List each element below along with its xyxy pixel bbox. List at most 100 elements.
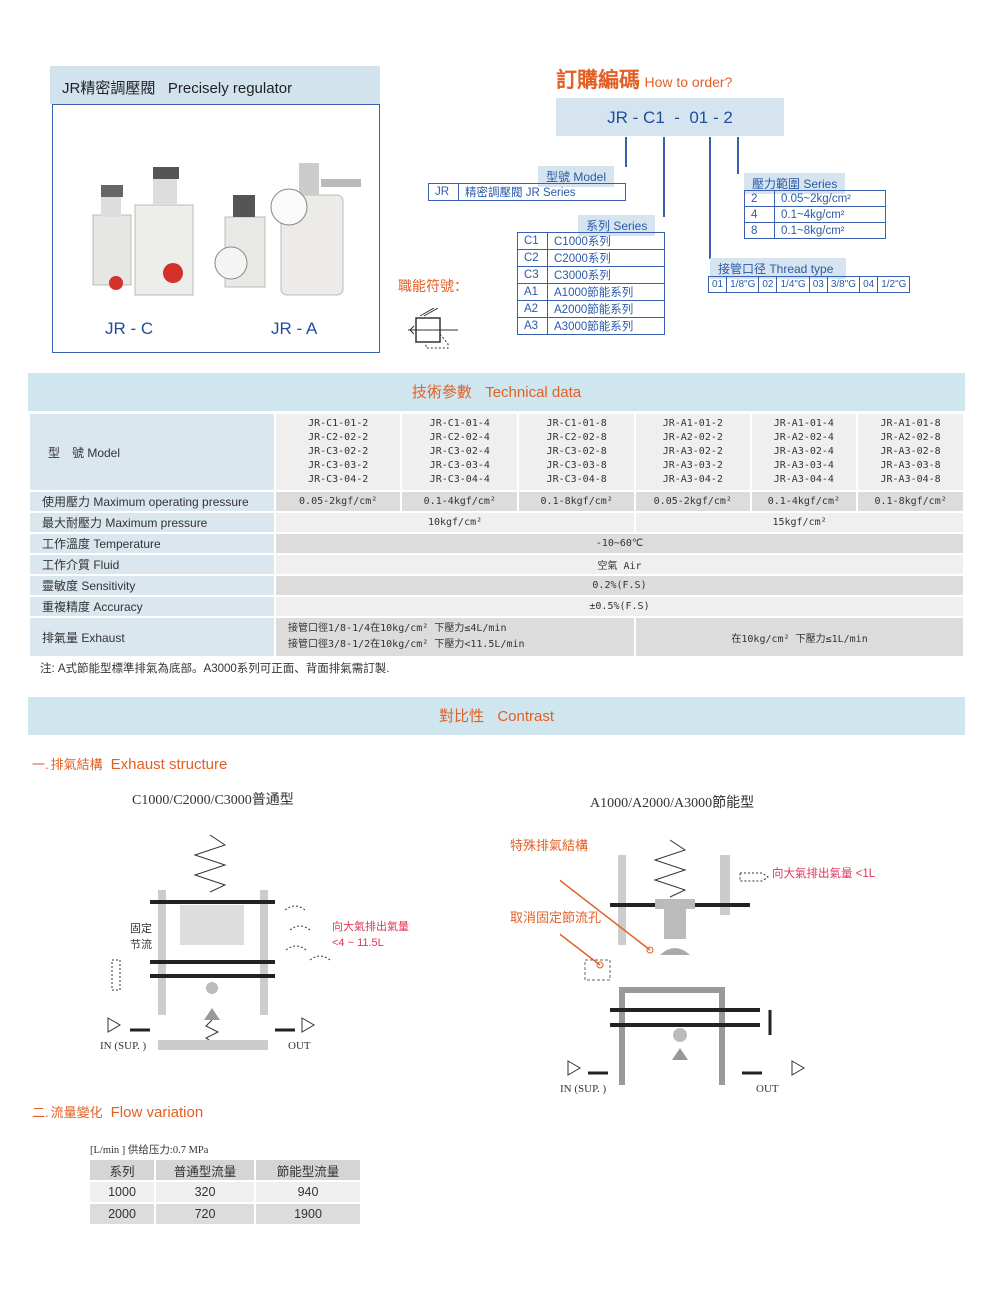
model-code: JR (428, 183, 459, 201)
model-code: JR-C3-04-8 (546, 474, 607, 485)
model-code: JR-A3-04-2 (662, 474, 723, 485)
pressure-code: 2 (744, 190, 775, 207)
pressure-range: 0.1~8kg/cm² (774, 222, 886, 239)
model-code: JR-C2-02-4 (429, 432, 490, 443)
value-cell: 0.05-2kgf/cm² (634, 490, 752, 513)
series-tab: 系列 Series (578, 215, 656, 236)
model-code: JR-C3-03-4 (429, 460, 490, 471)
label-jr-a: JR - A (271, 319, 318, 338)
row-label: 最大耐壓力 Maximum pressure (28, 511, 276, 534)
value-cell: 10kgf/cm² (273, 511, 637, 534)
series-code: A1 (517, 283, 548, 301)
thread-size: 1/8"G (726, 276, 760, 293)
model-code: JR-A3-04-8 (880, 474, 941, 485)
row-label: 工作介質 Fluid (28, 553, 276, 576)
value-cell: -10~60℃ (274, 532, 965, 555)
value-cell: 15kgf/cm² (634, 511, 965, 534)
label-jr-c: JR - C (105, 319, 154, 338)
table-row: 使用壓力 Maximum operating pressure 0.05-2kg… (28, 490, 965, 513)
energy-saving-regulator-diagram (560, 839, 805, 1085)
left-diagram-title: C1000/C2000/C3000普通型 (132, 793, 294, 808)
model-code: JR-A3-03-2 (662, 460, 723, 471)
right-in-label: IN (SUP. ) (560, 1083, 607, 1095)
order-code: JR - C1 - 01 - 2 (556, 98, 784, 136)
model-code: JR-C3-04-2 (308, 474, 369, 485)
connector-line (625, 137, 627, 167)
product-photos (92, 163, 361, 296)
fixed-label-line: 节流 (130, 939, 152, 951)
thread-size: 1/2"G (877, 276, 911, 293)
pressure-tab: 壓力範圍 Series (744, 173, 846, 194)
model-code: JR-C2-02-8 (546, 432, 607, 443)
tech-title-en: Technical data (485, 384, 582, 401)
normal-flow-cell: 320 (154, 1180, 256, 1204)
series-desc: A1000節能系列 (547, 283, 665, 301)
series-desc: C1000系列 (547, 232, 665, 250)
model-code: JR-A2-02-2 (662, 432, 723, 443)
series-code: A2 (517, 300, 548, 318)
product-title-en: Precisely regulator (167, 80, 293, 97)
value-cell: 0.2%(F.S) (274, 574, 965, 597)
fixed-orifice-label: 固定节流 (130, 921, 152, 953)
regulator-symbol-icon (408, 308, 458, 349)
model-code: JR-C2-02-2 (308, 432, 369, 443)
saving-flow-cell: 940 (254, 1180, 362, 1204)
special-exhaust-label: 特殊排氣結構 (510, 838, 589, 853)
connector-line (709, 137, 711, 259)
table-header-row: 系列 普通型流量 節能型流量 (88, 1158, 362, 1182)
left-exhaust-label: 向大氣排出氣量<4 ~ 11.5L (332, 919, 409, 951)
model-code: JR-C3-03-2 (308, 460, 369, 471)
column-header: 普通型流量 (154, 1158, 256, 1182)
section-title-en: Flow variation (110, 1104, 204, 1121)
series-code: C3 (517, 266, 548, 284)
right-diagram-title: A1000/A2000/A3000節能型 (590, 796, 755, 811)
thread-size: 3/8"G (826, 276, 861, 293)
right-exhaust-label: 向大氣排出氣量 <1L (772, 868, 876, 880)
series-cell: 2000 (88, 1202, 156, 1226)
model-code: JR-A1-01-4 (773, 418, 834, 429)
series-code: C2 (517, 249, 548, 267)
row-label: 使用壓力 Maximum operating pressure (28, 490, 276, 513)
value-cell: ±0.5%(F.S) (274, 595, 965, 618)
model-code: JR-C1-01-8 (546, 418, 607, 429)
section-title-cn: 排氣結構 (50, 757, 103, 772)
series-cell: 1000 (88, 1180, 156, 1204)
row-label: 排氣量 Exhaust (28, 616, 276, 658)
table-row: 工作溫度 Temperature-10~60℃ (28, 532, 965, 555)
series-code: A3 (517, 317, 548, 335)
model-code: JR-A3-03-8 (880, 460, 941, 471)
model-code: JR-C3-02-8 (546, 446, 607, 457)
section-number: 一. (32, 757, 49, 772)
model-code: JR-C3-02-4 (429, 446, 490, 457)
model-code: JR-A3-03-4 (773, 460, 834, 471)
pressure-range: 0.1~4kg/cm² (774, 206, 886, 223)
right-out-label: OUT (756, 1083, 779, 1095)
series-desc: A3000節能系列 (547, 317, 665, 335)
cancel-orifice-label: 取消固定節流孔 (510, 910, 602, 925)
value-cell: 空氣 Air (274, 553, 965, 576)
thread-code: 02 (758, 276, 778, 293)
series-desc: C2000系列 (547, 249, 665, 267)
product-title-cn: JR精密調壓閥 (62, 80, 156, 97)
product-image-box: JR - C JR - A (52, 104, 380, 353)
model-code: JR-C1-01-4 (429, 418, 490, 429)
value-cell: 0.1-4kgf/cm² (400, 490, 520, 513)
connector-line (737, 137, 739, 174)
exhaust-c-line: 接管口徑1/8-1/4在10kg/cm² 下壓力≤4L/min (288, 623, 507, 634)
pressure-code: 8 (744, 222, 775, 239)
row-label: 靈敏度 Sensitivity (28, 574, 276, 597)
exhaust-c-line: 接管口徑3/8-1/2在10kg/cm² 下壓力<11.5L/min (288, 639, 525, 650)
section-number: 二. (32, 1105, 49, 1120)
